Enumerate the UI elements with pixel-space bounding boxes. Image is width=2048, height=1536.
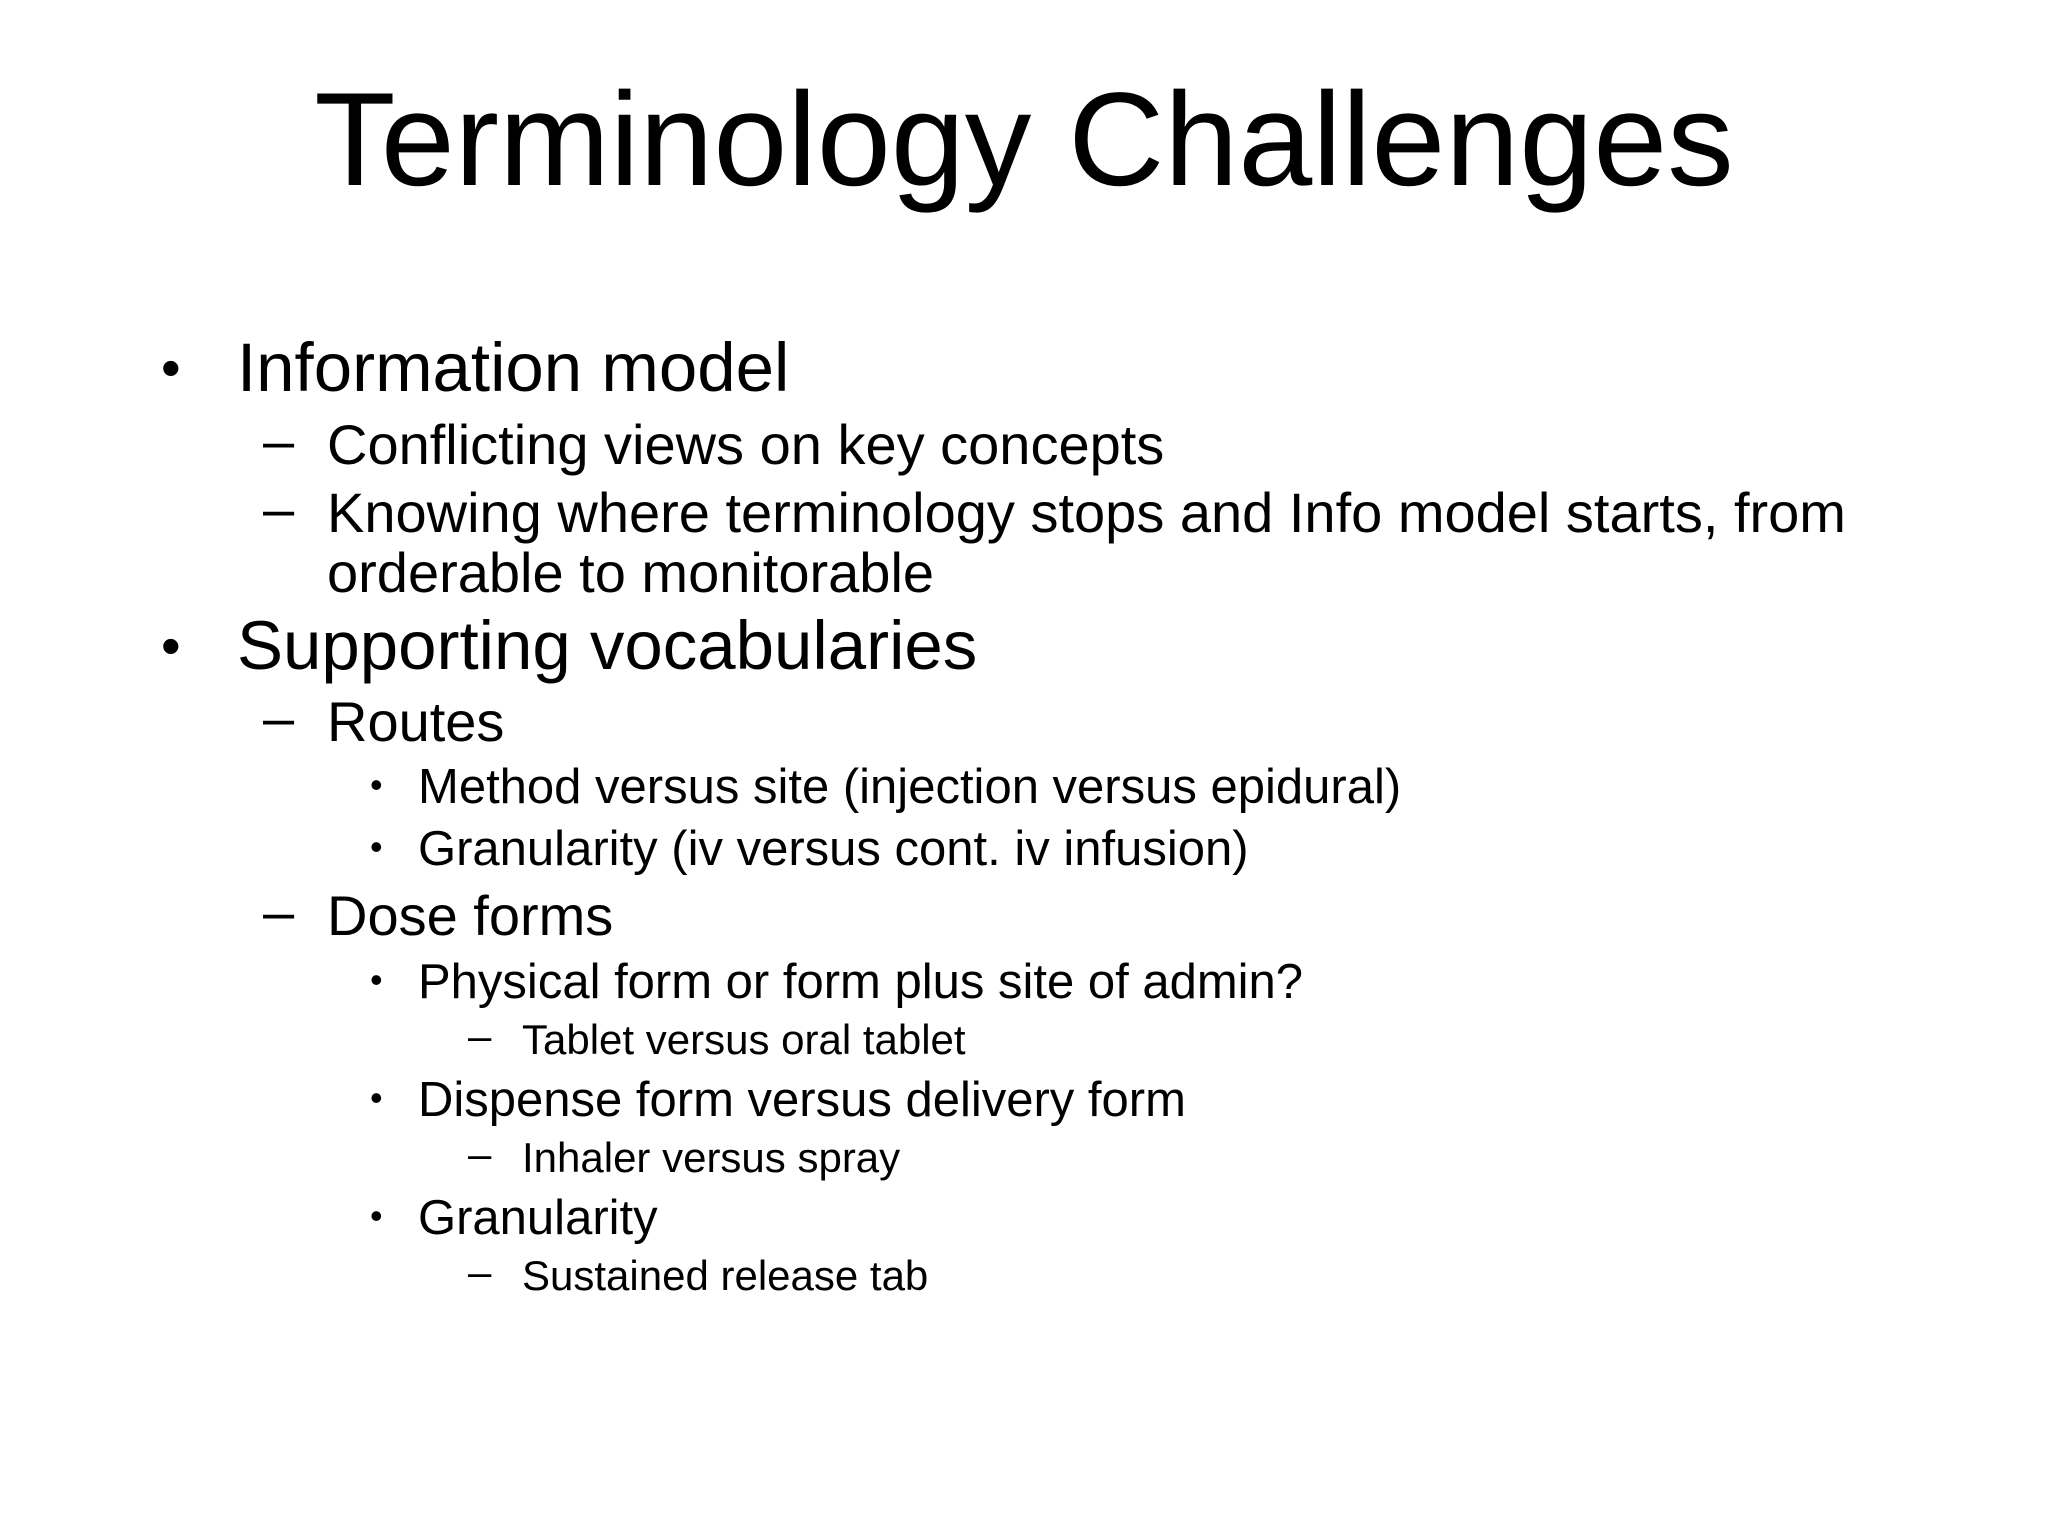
subitem-sustained-release: – Sustained release tab	[468, 1248, 929, 1300]
subbullet-knowing-where: – Knowing where terminology stops and In…	[263, 479, 1867, 604]
subbullet-text: Routes	[327, 690, 505, 753]
dash-marker: –	[263, 409, 295, 472]
dash-marker: –	[468, 1012, 492, 1059]
subbullet-routes: – Routes	[263, 688, 505, 753]
dash-marker: –	[263, 477, 295, 540]
bullet-dot: •	[370, 1077, 383, 1118]
bullet-supporting-vocabularies: • Supporting vocabularies	[161, 607, 978, 684]
bullet-dot: •	[161, 336, 181, 399]
subitem-inhaler-versus-spray: – Inhaler versus spray	[468, 1130, 901, 1182]
dash-marker: –	[468, 1248, 492, 1295]
bullet-dot: •	[370, 826, 383, 867]
subbullet-text: Knowing where terminology stops and Info…	[327, 481, 1846, 604]
item-method-versus-site: • Method versus site (injection versus e…	[370, 760, 1402, 814]
bullet-information-model: • Information model	[161, 329, 790, 406]
item-text: Physical form or form plus site of admin…	[418, 955, 1304, 1009]
subbullet-conflicting-views: – Conflicting views on key concepts	[263, 411, 1165, 476]
bullet-text: Information model	[237, 329, 790, 406]
dash-marker: –	[263, 686, 295, 749]
dash-marker: –	[468, 1130, 492, 1177]
item-physical-form: • Physical form or form plus site of adm…	[370, 955, 1304, 1009]
item-granularity-iv: • Granularity (iv versus cont. iv infusi…	[370, 822, 1249, 876]
item-dispense-form: • Dispense form versus delivery form	[370, 1073, 1186, 1127]
bullet-dot: •	[370, 764, 383, 805]
item-text: Dispense form versus delivery form	[418, 1073, 1186, 1127]
subbullet-text: Conflicting views on key concepts	[327, 413, 1165, 476]
item-text: Method versus site (injection versus epi…	[418, 760, 1402, 814]
subitem-text: Tablet versus oral tablet	[522, 1016, 966, 1063]
bullet-dot: •	[370, 959, 383, 1000]
subitem-text: Inhaler versus spray	[522, 1134, 901, 1181]
bullet-dot: •	[161, 614, 181, 677]
item-granularity: • Granularity	[370, 1191, 658, 1245]
dash-marker: –	[263, 880, 295, 943]
slide-title: Terminology Challenges	[314, 66, 1734, 214]
subbullet-dose-forms: – Dose forms	[263, 882, 614, 947]
subitem-tablet-versus-oral: – Tablet versus oral tablet	[468, 1012, 966, 1064]
subitem-text: Sustained release tab	[522, 1252, 929, 1299]
bullet-dot: •	[370, 1195, 383, 1236]
bullet-text: Supporting vocabularies	[237, 607, 978, 684]
item-text: Granularity (iv versus cont. iv infusion…	[418, 822, 1249, 876]
subbullet-text: Dose forms	[327, 884, 614, 947]
item-text: Granularity	[418, 1191, 658, 1245]
